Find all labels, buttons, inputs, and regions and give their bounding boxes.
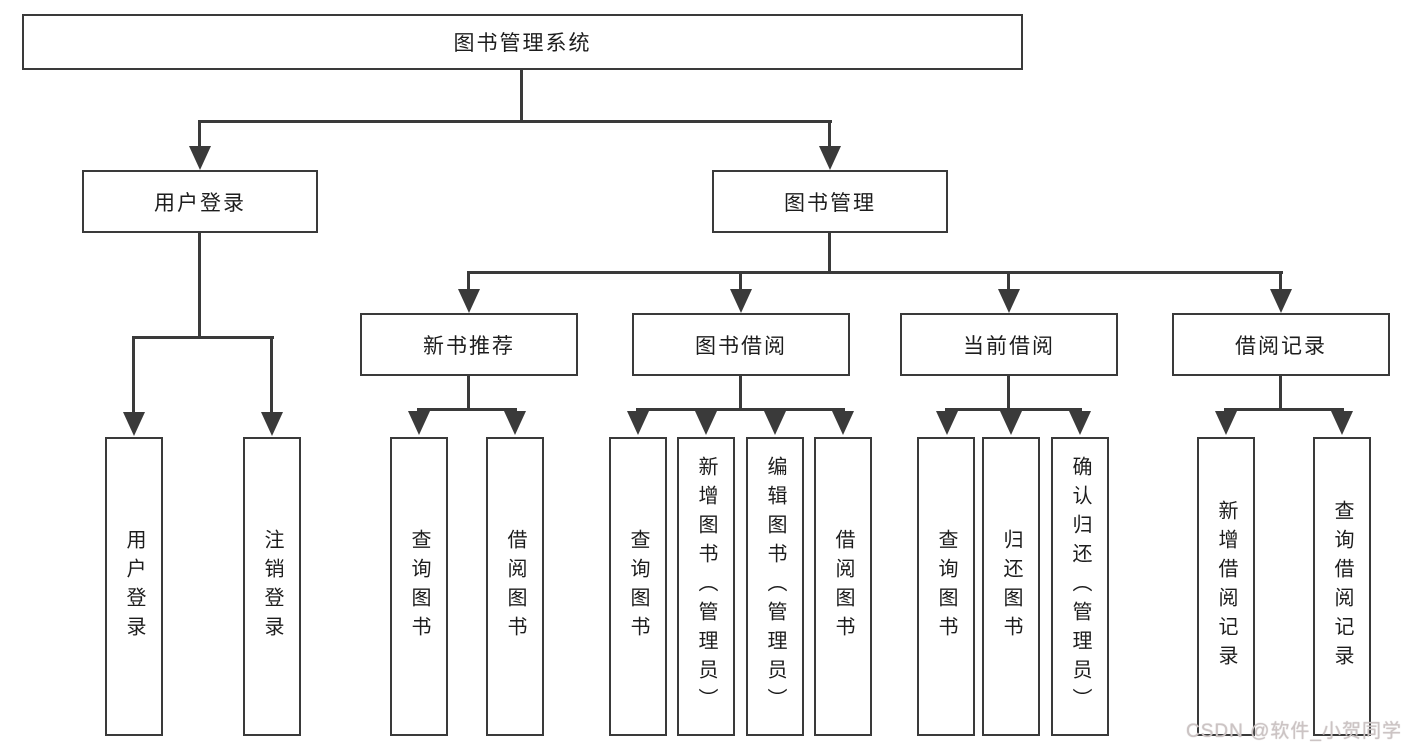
node-label: 新增图书（管理员） [695, 456, 717, 717]
node-label: 图书管理 [784, 191, 876, 215]
node-label: 查询图书 [408, 528, 430, 645]
connector-line [467, 271, 470, 292]
connector-line [1279, 376, 1282, 411]
arrowhead [832, 411, 854, 435]
leaf-query-books-borrowing: 查询图书 [609, 437, 667, 736]
connector-line [198, 233, 201, 339]
node-current-borrowing: 当前借阅 [900, 313, 1118, 376]
node-label: 归还图书 [1000, 528, 1022, 645]
leaf-logout: 注销登录 [243, 437, 301, 736]
connector-line [417, 408, 517, 411]
leaf-confirm-return-admin: 确认归还（管理员） [1051, 437, 1109, 736]
connector-line [1007, 376, 1010, 411]
connector-line [828, 120, 831, 150]
node-label: 新增借阅记录 [1215, 499, 1237, 674]
node-book-management: 图书管理 [712, 170, 948, 233]
node-label: 用户登录 [123, 528, 145, 645]
node-book-borrowing: 图书借阅 [632, 313, 850, 376]
arrowhead [261, 412, 283, 436]
connector-line [132, 336, 135, 415]
leaf-user-login: 用户登录 [105, 437, 163, 736]
arrowhead [627, 411, 649, 435]
node-label: 查询图书 [627, 528, 649, 645]
arrowhead [189, 146, 211, 170]
arrowhead [764, 411, 786, 435]
node-user-login: 用户登录 [82, 170, 318, 233]
node-library-system: 图书管理系统 [22, 14, 1023, 70]
arrowhead [1331, 411, 1353, 435]
connector-line [132, 336, 274, 339]
node-label: 借阅图书 [832, 528, 854, 645]
arrowhead [1215, 411, 1237, 435]
csdn-watermark: CSDN @软件_小贺同学 [1186, 721, 1402, 742]
arrowhead [819, 146, 841, 170]
leaf-borrow-books: 借阅图书 [814, 437, 872, 736]
connector-line [828, 233, 831, 274]
node-label: 借阅图书 [504, 528, 526, 645]
node-label: 当前借阅 [963, 334, 1055, 358]
leaf-borrow-books-recommend: 借阅图书 [486, 437, 544, 736]
connector-line [1224, 408, 1344, 411]
leaf-return-books: 归还图书 [982, 437, 1040, 736]
leaf-query-borrow-record: 查询借阅记录 [1313, 437, 1371, 736]
arrowhead [458, 289, 480, 313]
connector-line [467, 271, 1283, 274]
connector-line [270, 336, 273, 415]
node-label: 用户登录 [154, 191, 246, 215]
node-label: 确认归还（管理员） [1069, 456, 1091, 717]
leaf-add-borrow-record: 新增借阅记录 [1197, 437, 1255, 736]
node-label: 新书推荐 [423, 334, 515, 358]
leaf-add-books-admin: 新增图书（管理员） [677, 437, 735, 736]
node-borrowing-records: 借阅记录 [1172, 313, 1390, 376]
connector-line [945, 408, 1082, 411]
arrowhead [408, 411, 430, 435]
arrowhead [1069, 411, 1091, 435]
node-label: 注销登录 [261, 528, 283, 645]
connector-line [198, 120, 832, 123]
connector-line [1279, 271, 1282, 292]
connector-line [636, 408, 845, 411]
arrowhead [936, 411, 958, 435]
leaf-query-books-current: 查询图书 [917, 437, 975, 736]
node-new-book-recommend: 新书推荐 [360, 313, 578, 376]
arrowhead [1000, 411, 1022, 435]
leaf-edit-books-admin: 编辑图书（管理员） [746, 437, 804, 736]
arrowhead [730, 289, 752, 313]
leaf-query-books-recommend: 查询图书 [390, 437, 448, 736]
arrowhead [998, 289, 1020, 313]
connector-line [739, 376, 742, 411]
arrowhead [504, 411, 526, 435]
node-label: 查询图书 [935, 528, 957, 645]
arrowhead [123, 412, 145, 436]
connector-line [739, 271, 742, 292]
connector-line [520, 70, 523, 123]
arrowhead [1270, 289, 1292, 313]
connector-line [1007, 271, 1010, 292]
arrowhead [695, 411, 717, 435]
connector-line [198, 120, 201, 150]
node-label: 图书借阅 [695, 334, 787, 358]
connector-line [467, 376, 470, 411]
node-label: 查询借阅记录 [1331, 499, 1353, 674]
node-label: 图书管理系统 [453, 32, 592, 55]
node-label: 借阅记录 [1235, 334, 1327, 358]
node-label: 编辑图书（管理员） [764, 456, 786, 717]
